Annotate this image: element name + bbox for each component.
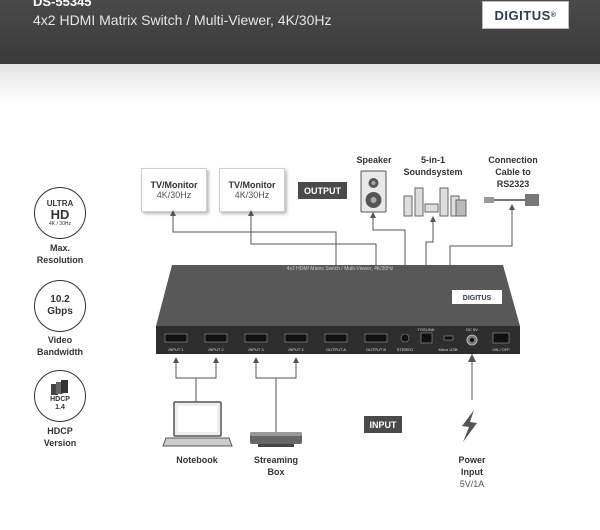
tv-monitor-1: TV/Monitor 4K/30Hz (141, 168, 207, 212)
svg-text:ON / OFF: ON / OFF (492, 347, 510, 352)
bandwidth-badge: 10.2 Gbps (34, 280, 86, 332)
svg-text:INPUT 1: INPUT 1 (168, 347, 184, 352)
output-tag: OUTPUT (298, 182, 347, 199)
resolution-label: Max.Resolution (36, 243, 84, 265)
soundsystem-icon (403, 187, 467, 217)
notebook-icon (162, 401, 233, 447)
header-bar: DS-55345 4x2 HDMI Matrix Switch / Multi-… (0, 0, 600, 64)
svg-text:OUTPUT A: OUTPUT A (326, 347, 346, 352)
speaker-icon (360, 170, 387, 213)
brand-logo: DIGITUS® (482, 1, 569, 29)
svg-text:DC 5V: DC 5V (466, 327, 478, 332)
tv-monitor-2: TV/Monitor 4K/30Hz (219, 168, 285, 212)
notebook-label: Notebook (176, 455, 218, 465)
hdcp-badge: HDCP 1.4 (34, 370, 86, 422)
header-shadow (0, 64, 600, 104)
product-title: 4x2 HDMI Matrix Switch / Multi-Viewer, 4… (33, 12, 332, 28)
svg-text:STEREO: STEREO (397, 347, 413, 352)
svg-text:TOSLINK: TOSLINK (417, 327, 434, 332)
svg-text:INPUT 3: INPUT 3 (248, 347, 264, 352)
output-arrowheads (170, 204, 515, 222)
svg-text:DIGITUS: DIGITUS (463, 295, 492, 302)
svg-text:4x2 HDMI Matrix Switch / Multi: 4x2 HDMI Matrix Switch / Multi-Viewer, 4… (287, 266, 394, 272)
power-spec: 5V/1A (459, 479, 485, 489)
svg-text:INPUT 2: INPUT 2 (208, 347, 224, 352)
lightning-icon (462, 410, 477, 442)
port-labels: INPUT 1 INPUT 2 INPUT 3 INPUT 4 OUTPUT A… (168, 327, 510, 352)
misc-ports (400, 332, 510, 346)
hdcp-devices-icon (51, 380, 68, 395)
svg-text:Micro USB: Micro USB (438, 347, 457, 352)
model-number: DS-55345 (33, 0, 92, 9)
ultra-hd-badge: ULTRA HD 4K / 30Hz (34, 187, 86, 239)
rs232-cable-icon (484, 194, 539, 206)
speaker-label: Speaker (356, 155, 392, 165)
input-arrowheads (173, 354, 476, 363)
streaming-box-icon (250, 432, 302, 447)
input-tag: INPUT (364, 416, 402, 433)
hdmi-ports (164, 333, 388, 343)
svg-text:OUTPUT B: OUTPUT B (366, 347, 386, 352)
svg-text:INPUT 4: INPUT 4 (288, 347, 304, 352)
